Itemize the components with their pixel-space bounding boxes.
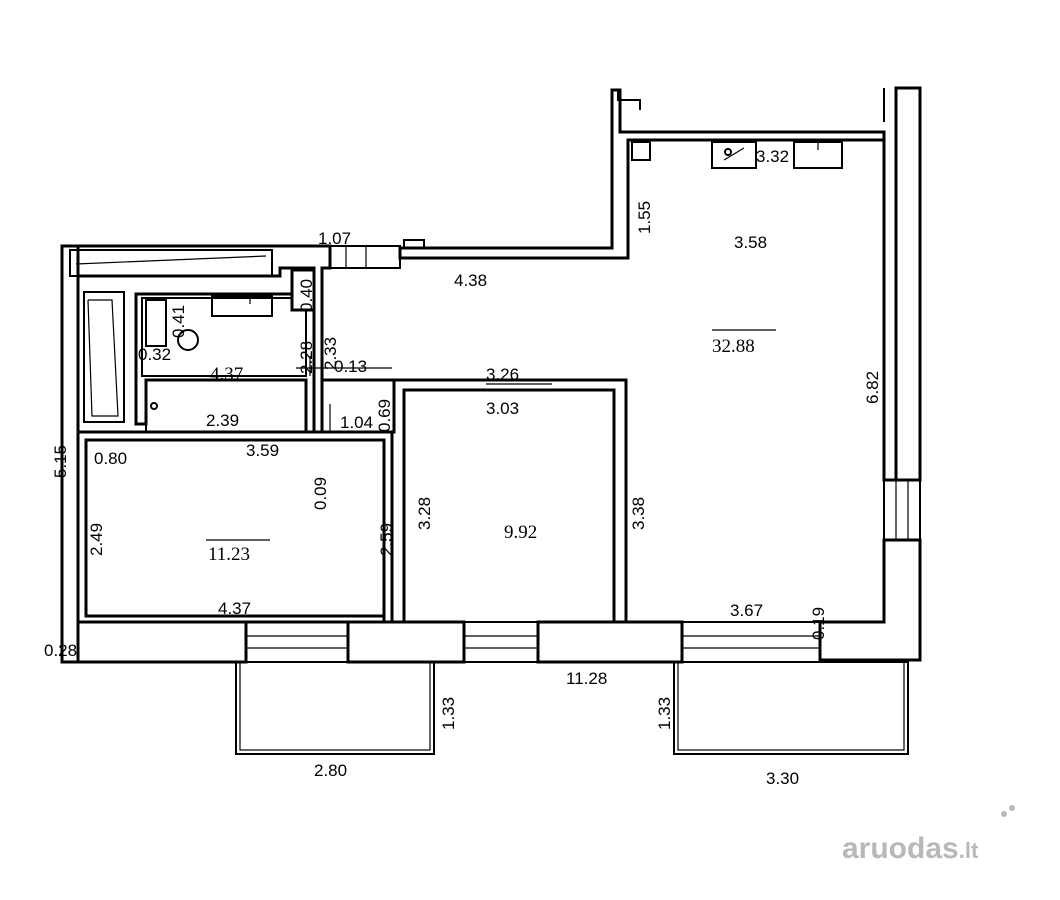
dim-009: 0.09 (311, 477, 330, 510)
dim-balcony-left-h: 1.33 (439, 697, 458, 730)
dim-013: 0.13 (334, 357, 367, 376)
dim-069: 0.69 (375, 399, 394, 432)
dim-104: 1.04 (340, 413, 373, 432)
bathtub (83, 291, 125, 423)
dim-233: 2.33 (321, 337, 340, 370)
dim-bathroom-width: 2.39 (206, 411, 239, 430)
top-stub (617, 90, 641, 110)
dim-balcony-right-w: 3.30 (766, 769, 799, 788)
dim-041: 0.41 (169, 305, 188, 338)
dimension-lines (206, 329, 776, 541)
watermark-tld: .lt (959, 838, 979, 863)
dim-top-326: 3.26 (486, 365, 519, 384)
dim-155: 1.55 (635, 201, 654, 234)
dim-080: 0.80 (94, 449, 127, 468)
walls (60, 86, 922, 664)
dim-bedroom-large-right: 2.59 (377, 523, 396, 556)
dim-living-width: 3.58 (734, 233, 767, 252)
corridor-door (329, 245, 401, 269)
dim-bottom-437: 4.37 (218, 599, 251, 618)
dim-bedroom-large-width: 3.59 (246, 441, 279, 460)
watermark-brand: aruodas (842, 832, 959, 865)
dim-corridor-top: 4.38 (454, 271, 487, 290)
balcony-left (235, 661, 435, 755)
dim-door-top: 1.07 (318, 229, 351, 248)
dim-kitchen-top: 3.32 (756, 147, 789, 166)
balconies (235, 661, 909, 755)
dim-balcony-right-h: 1.33 (655, 697, 674, 730)
counter (69, 249, 273, 277)
right-window (883, 479, 921, 541)
dim-040: 0.40 (297, 279, 316, 312)
dim-bedroom-small-left: 3.28 (415, 497, 434, 530)
bathroom-area-label: 4.37 (210, 364, 243, 385)
dim-1128: 11.28 (566, 669, 607, 688)
dim-028: 0.28 (44, 641, 77, 660)
dim-367: 3.67 (730, 601, 763, 620)
dim-bedroom-small-width: 3.03 (486, 399, 519, 418)
dim-wc2: 0.32 (138, 345, 171, 364)
svg-text:aruodas.lt: aruodas.lt (842, 832, 979, 865)
bedroom-small-walls (390, 378, 628, 624)
right-wall-lower (818, 538, 922, 662)
bedroom-large-area-label: 11.23 (208, 544, 250, 565)
bathroom-inner (141, 297, 307, 377)
dim-019: 0.19 (809, 607, 828, 640)
bottom-wall (76, 620, 684, 664)
living-area-label: 32.88 (712, 336, 755, 357)
sink (211, 295, 273, 317)
watermark-logo: aruodas.lt (842, 805, 1015, 865)
dim-515: 5.15 (51, 445, 70, 478)
stove (711, 141, 757, 169)
dim-living-height: 6.82 (863, 371, 882, 404)
fixtures (69, 141, 843, 423)
dim-bedroom-large-left: 2.49 (87, 523, 106, 556)
dim-balcony-left-w: 2.80 (314, 761, 347, 780)
dim-bedroom-small-right: 3.38 (629, 497, 648, 530)
dim-228: 2.28 (297, 341, 316, 374)
bottom-windows (245, 621, 821, 663)
bedroom-small-area-label: 9.92 (504, 522, 537, 543)
wc (145, 299, 167, 347)
balcony-right (673, 661, 909, 755)
